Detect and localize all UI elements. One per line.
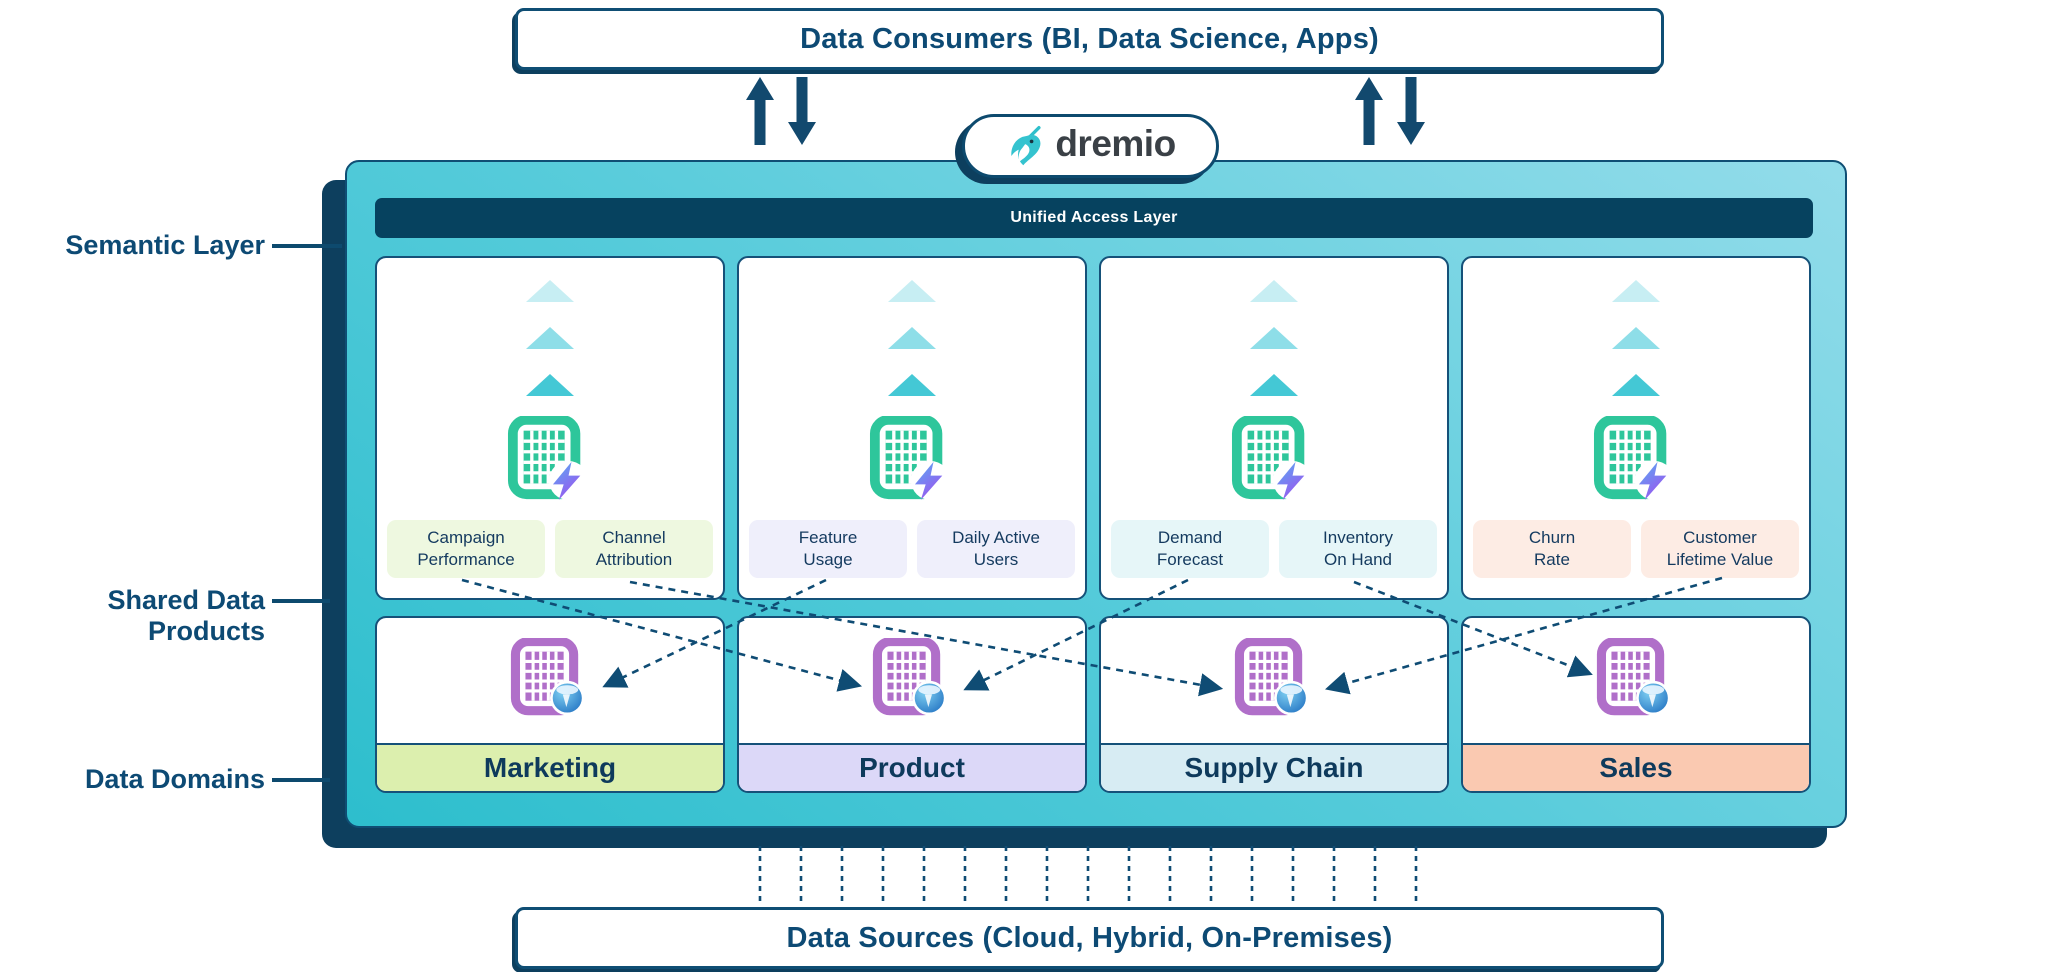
domain-name: Supply Chain [1184,752,1364,783]
domain-card-product: Product [737,616,1087,793]
view-triangle-icon [888,280,936,302]
semantic-layer-connector [272,244,342,248]
product-pill-row: Feature Usage Daily Active Users [739,520,1085,578]
table-lightning-icon [1231,416,1317,502]
domain-name: Marketing [483,752,617,783]
product-pill-row: Demand Forecast Inventory On Hand [1101,520,1447,578]
semantic-card-supply-chain: Demand Forecast Inventory On Hand [1099,256,1449,600]
data-product-pill: Feature Usage [749,520,907,578]
narwhal-icon [1005,124,1049,168]
data-product-pill: Campaign Performance [387,520,545,578]
table-globe-icon [872,638,952,718]
dremio-logo-pill: dremio [962,114,1219,178]
table-lightning-icon [869,416,955,502]
data-domains-connector [272,778,330,782]
unified-access-layer-label: Unified Access Layer [1010,209,1178,226]
data-product-pill: Channel Attribution [555,520,713,578]
data-sources-box: Data Sources (Cloud, Hybrid, On-Premises… [515,907,1664,969]
table-lightning-icon [507,416,593,502]
data-consumers-label: Data Consumers (BI, Data Science, Apps) [800,22,1379,55]
data-consumers-box: Data Consumers (BI, Data Science, Apps) [515,8,1664,70]
table-lightning-icon [1593,416,1679,502]
table-globe-icon [510,638,590,718]
arrow-up-icon [746,77,774,145]
view-triangle-icon [1250,327,1298,349]
domain-footer: Product [739,743,1085,791]
domain-name: Sales [1599,752,1673,783]
domain-card-sales: Sales [1461,616,1811,793]
semantic-card-marketing: Campaign Performance Channel Attribution [375,256,725,600]
semantic-layer-label: Semantic Layer [65,230,265,260]
domain-footer: Sales [1463,743,1809,791]
data-sources-label: Data Sources (Cloud, Hybrid, On-Premises… [786,921,1393,954]
data-product-pill: Demand Forecast [1111,520,1269,578]
table-globe-icon [1234,638,1314,718]
semantic-card-sales: Churn Rate Customer Lifetime Value [1461,256,1811,600]
view-triangle-icon [888,327,936,349]
view-triangle-icon [888,374,936,396]
view-triangle-icon [1612,374,1660,396]
dremio-wordmark: dremio [1055,123,1176,164]
view-triangle-icon [1250,280,1298,302]
view-triangle-icon [1612,327,1660,349]
unified-access-layer-bar: Unified Access Layer [375,198,1813,238]
domain-card-marketing: Marketing [375,616,725,793]
table-globe-icon [1596,638,1676,718]
view-triangle-icon [526,374,574,396]
data-product-pill: Customer Lifetime Value [1641,520,1799,578]
view-triangle-icon [1250,374,1298,396]
arrow-down-icon [1397,77,1425,145]
data-product-pill: Inventory On Hand [1279,520,1437,578]
arrow-up-icon [1355,77,1383,145]
data-product-pill: Churn Rate [1473,520,1631,578]
domain-name: Product [859,752,965,783]
shared-data-products-connector [272,599,330,603]
domain-card-supply-chain: Supply Chain [1099,616,1449,793]
shared-data-products-label: Shared Data Products [107,585,265,646]
product-pill-row: Churn Rate Customer Lifetime Value [1463,520,1809,578]
data-product-pill: Daily Active Users [917,520,1075,578]
view-triangle-icon [526,327,574,349]
domain-footer: Supply Chain [1101,743,1447,791]
product-pill-row: Campaign Performance Channel Attribution [377,520,723,578]
domain-footer: Marketing [377,743,723,791]
semantic-card-product: Feature Usage Daily Active Users [737,256,1087,600]
data-domains-label: Data Domains [84,764,265,794]
view-triangle-icon [1612,280,1660,302]
arrow-down-icon [788,77,816,145]
view-triangle-icon [526,280,574,302]
